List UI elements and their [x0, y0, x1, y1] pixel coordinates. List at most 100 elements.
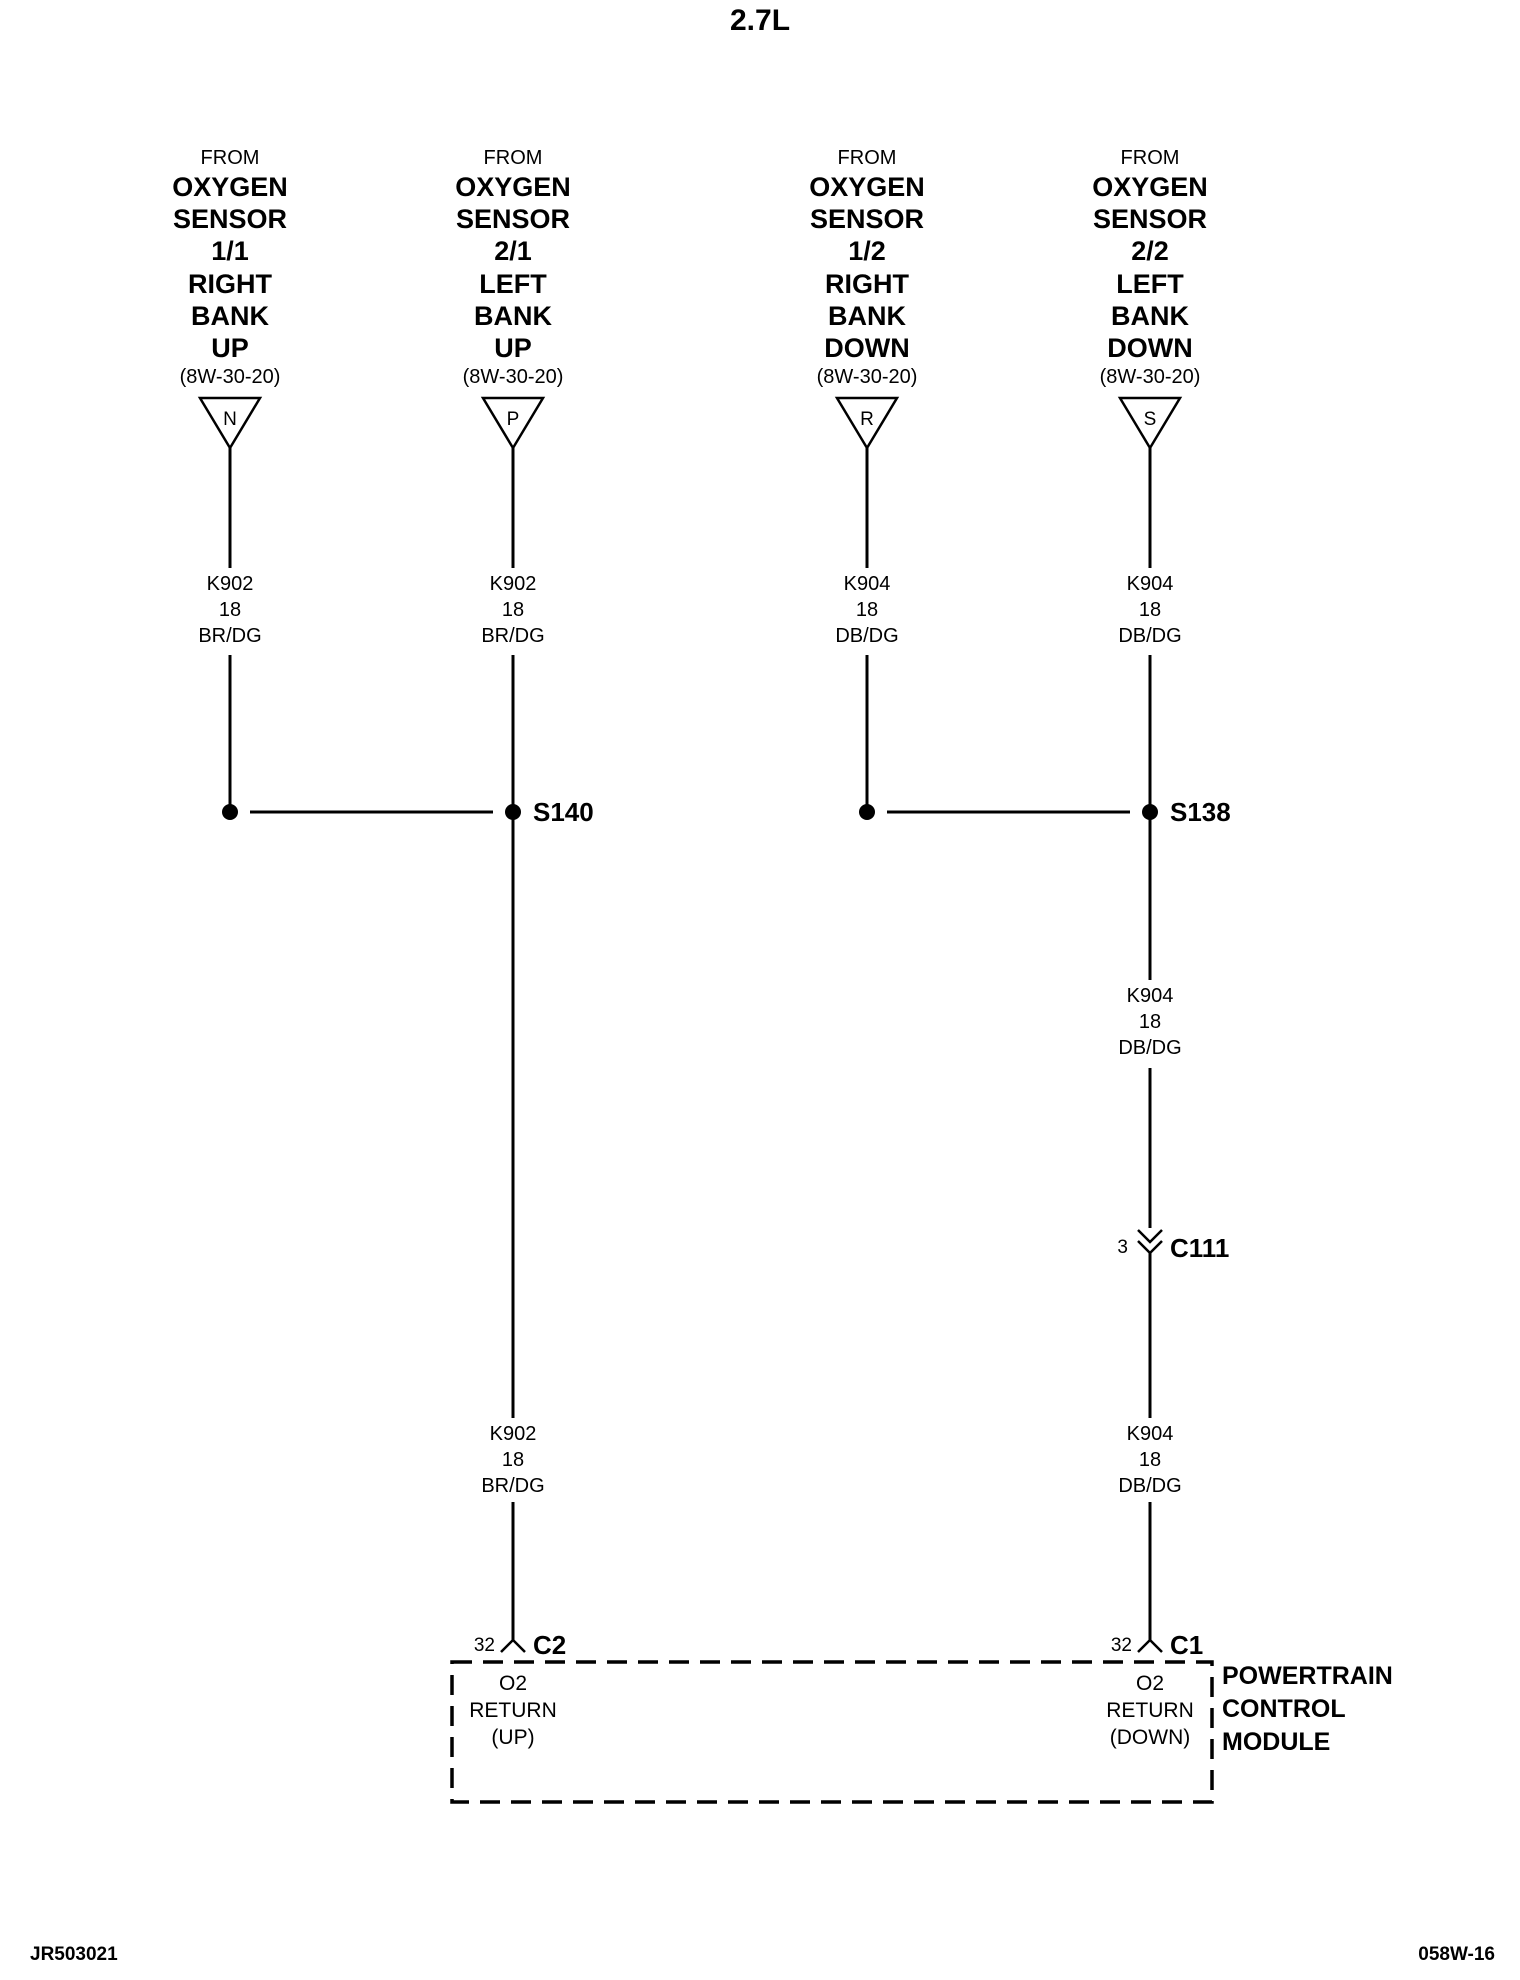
inline-connector-c111: 3 C111	[1117, 1229, 1229, 1263]
wire-gauge: 18	[1139, 1449, 1161, 1471]
wire-color: DB/DG	[835, 625, 898, 647]
module-connector-c2: 32 C2	[474, 1630, 566, 1660]
sensor-page-reference: (8W-30-20)	[463, 366, 564, 388]
wire-gauge: 18	[219, 599, 241, 621]
sensor-label-line: DOWN	[824, 333, 909, 363]
sensor-label-line: LEFT	[479, 269, 547, 299]
upper-wire-label-1: K902 18 BR/DG	[198, 573, 261, 647]
powertrain-control-module-box	[450, 1660, 1214, 1804]
module-name-line: CONTROL	[1222, 1695, 1346, 1723]
connector-triangle-icon	[480, 396, 546, 451]
wire-gauge: 18	[1139, 599, 1161, 621]
sensor-from-label: FROM	[201, 147, 260, 169]
sensor-column-1: FROM OXYGEN SENSOR 1/1 RIGHT BANK UP (8W…	[172, 147, 288, 451]
wire-gauge: 18	[502, 599, 524, 621]
connector-pin-number: 32	[474, 1635, 495, 1656]
wire-gauge: 18	[1139, 1011, 1161, 1033]
connector-triangle-icon	[197, 396, 263, 451]
module-pin-label: O2	[1136, 1672, 1164, 1695]
sensor-label-line: 2/2	[1131, 236, 1169, 266]
sensor-label-line: 1/2	[848, 236, 886, 266]
wire-gauge: 18	[856, 599, 878, 621]
module-pin-label: RETURN	[469, 1699, 557, 1722]
sensor-label-line: BANK	[828, 301, 906, 331]
footer-right-code: 058W-16	[1418, 1944, 1495, 1965]
connector-caret-icon	[500, 1638, 526, 1653]
sensor-label-line: SENSOR	[1093, 204, 1207, 234]
splice-s138: S138	[859, 797, 1231, 827]
module-pin-left: O2 RETURN (UP)	[469, 1672, 557, 1749]
module-pin-label: (DOWN)	[1110, 1726, 1190, 1749]
wire-color: BR/DG	[198, 625, 261, 647]
sensor-label-line: LEFT	[1116, 269, 1184, 299]
connector-caret-icon	[1137, 1638, 1163, 1653]
sensor-from-label: FROM	[1121, 147, 1180, 169]
module-name: POWERTRAIN CONTROL MODULE	[1222, 1662, 1393, 1756]
sensor-from-label: FROM	[484, 147, 543, 169]
sensor-label-line: DOWN	[1107, 333, 1192, 363]
sensor-page-reference: (8W-30-20)	[180, 366, 281, 388]
upper-wire-label-3: K904 18 DB/DG	[835, 573, 898, 647]
connector-label: C111	[1170, 1233, 1229, 1263]
module-connector-c1: 32 C1	[1111, 1630, 1203, 1660]
wire-color: BR/DG	[481, 1475, 544, 1497]
connector-letter: P	[507, 409, 520, 430]
connector-label: C2	[533, 1630, 566, 1660]
sensor-page-reference: (8W-30-20)	[817, 366, 918, 388]
sensor-label-line: RIGHT	[188, 269, 273, 299]
module-name-line: MODULE	[1222, 1728, 1330, 1756]
connector-chevron-icon	[1137, 1229, 1163, 1244]
upper-wire-label-4: K904 18 DB/DG	[1118, 573, 1181, 647]
sensor-label-line: RIGHT	[825, 269, 910, 299]
wire-circuit: K902	[207, 573, 254, 595]
splice-s140: S140	[222, 797, 594, 827]
upper-wire-segments	[228, 448, 1152, 812]
splice-label: S140	[533, 797, 594, 827]
module-name-line: POWERTRAIN	[1222, 1662, 1393, 1690]
connector-letter: S	[1144, 409, 1157, 430]
wire-color: DB/DG	[1118, 1475, 1181, 1497]
connector-triangle-icon	[834, 396, 900, 451]
sensor-label-line: OXYGEN	[172, 172, 288, 202]
module-pin-label: O2	[499, 1672, 527, 1695]
module-pin-right: O2 RETURN (DOWN)	[1106, 1672, 1194, 1749]
module-pin-label: (UP)	[491, 1726, 534, 1749]
sensor-label-line: SENSOR	[810, 204, 924, 234]
wire-circuit: K904	[1127, 1423, 1174, 1445]
connector-letter: R	[860, 409, 874, 430]
sensor-label-line: SENSOR	[456, 204, 570, 234]
sensor-label-line: BANK	[1111, 301, 1189, 331]
upper-wire-label-2: K902 18 BR/DG	[481, 573, 544, 647]
wire-circuit: K902	[490, 573, 537, 595]
connector-triangle-icon	[1117, 396, 1183, 451]
sensor-label-line: UP	[211, 333, 249, 363]
wire-circuit: K904	[844, 573, 891, 595]
splice-dot-icon	[859, 804, 875, 820]
sensor-from-label: FROM	[838, 147, 897, 169]
footer-left-code: JR503021	[30, 1944, 118, 1965]
connector-letter: N	[223, 409, 237, 430]
sensor-label-line: 2/1	[494, 236, 532, 266]
wire-circuit: K904	[1127, 985, 1174, 1007]
sensor-label-line: BANK	[191, 301, 269, 331]
right-mid-wire-label: K904 18 DB/DG	[1118, 985, 1181, 1059]
wire-color: DB/DG	[1118, 1037, 1181, 1059]
wire-gauge: 18	[502, 1449, 524, 1471]
connector-chevron-icon	[1137, 1240, 1163, 1255]
sensor-label-line: OXYGEN	[1092, 172, 1208, 202]
sensor-page-reference: (8W-30-20)	[1100, 366, 1201, 388]
sensor-label-line: SENSOR	[173, 204, 287, 234]
connector-label: C1	[1170, 1630, 1203, 1660]
sensor-column-3: FROM OXYGEN SENSOR 1/2 RIGHT BANK DOWN (…	[809, 147, 925, 451]
wire-circuit: K904	[1127, 573, 1174, 595]
splice-label: S138	[1170, 797, 1231, 827]
splice-dot-icon	[222, 804, 238, 820]
sensor-column-4: FROM OXYGEN SENSOR 2/2 LEFT BANK DOWN (8…	[1092, 147, 1208, 451]
sensor-label-line: OXYGEN	[455, 172, 571, 202]
sensor-label-line: 1/1	[211, 236, 249, 266]
wire-circuit: K902	[490, 1423, 537, 1445]
sensor-label-line: OXYGEN	[809, 172, 925, 202]
connector-pin-number: 3	[1117, 1237, 1128, 1258]
sensor-column-2: FROM OXYGEN SENSOR 2/1 LEFT BANK UP (8W-…	[455, 147, 571, 451]
